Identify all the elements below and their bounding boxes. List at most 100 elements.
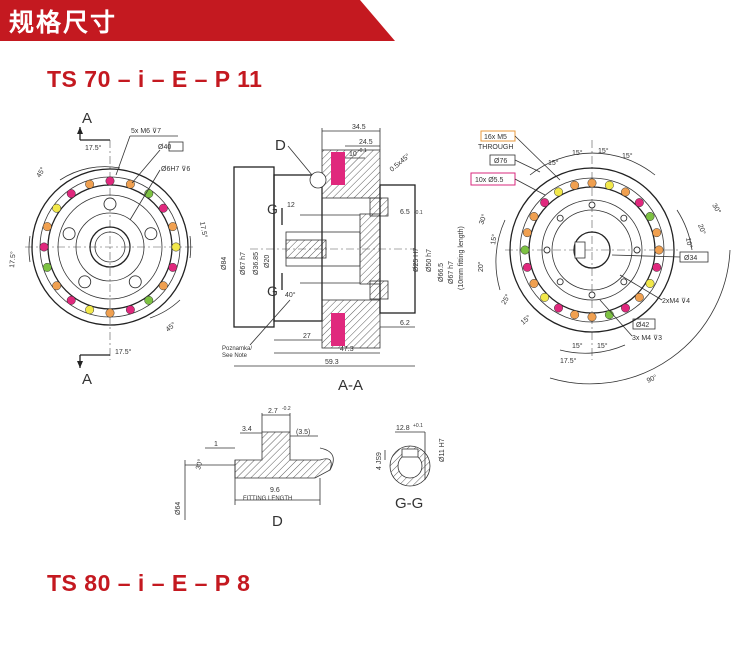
section-title-a-a: A-A [338, 377, 363, 394]
angle-30-left: 30° [477, 213, 488, 226]
dim-3-5: (3.5) [296, 429, 310, 436]
dim-1: 1 [214, 441, 218, 448]
flange-hole-marker [105, 308, 115, 318]
angle-17-5-bottom: 17.5° [115, 348, 132, 356]
flange-hole-marker [645, 279, 655, 288]
flange-hole-marker [168, 262, 178, 272]
dim-9-6: 9.6 [270, 487, 280, 494]
flange-hole-marker [621, 303, 630, 313]
flange-hole-marker [522, 262, 532, 272]
flange-hole-marker [570, 310, 580, 320]
header-banner [0, 0, 395, 41]
flange-hole-marker [587, 312, 597, 322]
through-label: THROUGH [478, 144, 513, 151]
angle-20-left: 20° [477, 261, 485, 272]
angle-15-lower: 15° [519, 313, 532, 326]
dim-6-2: 6.2 [400, 320, 410, 327]
dim-47-3: 47.3 [340, 346, 354, 353]
pin-hole-callout: Ø6H7 ⊽6 [161, 165, 190, 173]
angle-17-5: 17.5° [560, 357, 577, 365]
flange-hole-marker [520, 245, 530, 255]
flange-hole-marker [652, 228, 662, 238]
section-view-a-a: 34.5 24.5 10 -0.1 0.5x45° D G G 12 6.5 -… [221, 124, 465, 394]
flange-hole-marker [522, 228, 532, 238]
dim-3-4: 3.4 [242, 426, 252, 433]
angle-90: 90° [645, 373, 658, 385]
angle-17-5-right: 17.5° [198, 221, 209, 239]
tapped-hole [543, 246, 551, 254]
fitting-length-label: FITTING LENGTH [243, 496, 292, 502]
cut-label-g-top: G [267, 201, 278, 217]
detail-g-g-title: G-G [395, 495, 423, 512]
flange-hole-marker [540, 292, 550, 302]
tapped-hole [556, 214, 564, 222]
section-label-a-top: A [82, 110, 92, 127]
flange-hole-marker [604, 180, 614, 190]
dim-27: 27 [303, 333, 311, 340]
dim-6-5: 6.5 [400, 209, 410, 216]
dim-dia-36-85: Ø36.85 [253, 252, 260, 275]
tapped-hole [78, 275, 92, 289]
angle-20-right: 20° [696, 223, 707, 236]
flange-hole-marker [158, 203, 168, 213]
tapped-hole [620, 278, 628, 286]
detail-d-marker: D [275, 137, 286, 154]
dim-12-8-tolerance: +0.1 [413, 423, 423, 429]
angle-15-bottom-2: 15° [597, 342, 608, 350]
angle-10-right: 10° [684, 237, 694, 249]
dim-2-7-tolerance: -0.2 [282, 406, 291, 412]
flange-hole-marker [52, 281, 62, 291]
section-label-a-bottom: A [82, 371, 92, 388]
dia-34-callout: Ø34 [684, 255, 697, 262]
flange-hole-marker [554, 187, 563, 197]
flange-hole-marker [654, 245, 664, 255]
dim-dia-67-right: Ø67 h7 [448, 261, 455, 284]
flange-hole-marker [105, 176, 115, 186]
flange-hole-marker [52, 203, 62, 213]
page-title: 规格尺寸 [9, 8, 118, 37]
dim-24-5: 24.5 [359, 139, 373, 146]
flange-hole-marker [645, 212, 655, 221]
dim-dia-67: Ø67 h7 [240, 252, 247, 275]
flange-hole-marker [168, 222, 178, 232]
model-title-ts70: TS 70 – i – E – P 11 [47, 66, 263, 92]
tapped-hole [103, 197, 117, 211]
dim-2-7: 2.7 [268, 408, 278, 415]
tapped-hole [556, 278, 564, 286]
flange-hole-marker [634, 198, 644, 208]
holes-2-m4: 2xM4 ⊽4 [662, 297, 690, 305]
holes-16-m5: 16x M5 [484, 134, 507, 141]
holes-m6-callout: 5x M6 ⊽7 [131, 127, 161, 135]
angle-15-bottom-1: 15° [572, 342, 583, 350]
dim-dia-20: Ø20 [264, 255, 271, 268]
tapped-hole [588, 201, 596, 209]
back-view: 16x M5 THROUGH Ø76 10x Ø5.5 Ø34 2xM4 ⊽4 … [470, 130, 731, 385]
tapped-hole [62, 227, 76, 241]
detail-d-title: D [272, 513, 283, 530]
dim-chamfer: 0.5x45° [388, 152, 412, 174]
angle-45-left: 45° [35, 166, 47, 179]
dim-dia-11: Ø11 H7 [439, 438, 446, 462]
flange-hole-marker [42, 222, 52, 232]
angle-15-2: 15° [572, 149, 583, 157]
holes-3-m4: 3x M4 ⊽3 [632, 334, 662, 342]
model-title-ts80: TS 80 – i – E – P 8 [47, 570, 251, 596]
flange-hole-marker [66, 295, 76, 305]
flange-hole-marker [171, 242, 181, 252]
holes-10-dia-5-5: 10x Ø5.5 [475, 177, 504, 184]
flange-hole-marker [42, 262, 52, 272]
flange-hole-marker [554, 303, 563, 313]
dim-dia-50: Ø50 h7 [426, 249, 433, 272]
flange-hole-marker [621, 187, 630, 197]
angle-15-left: 15° [489, 233, 499, 245]
dim-dia-66-5: Ø66.5 [438, 263, 445, 282]
flange-hole-marker [604, 310, 614, 320]
cut-label-g-bottom: G [267, 283, 278, 299]
flange-hole-marker [144, 295, 154, 305]
angle-45-bottom: 45° [164, 320, 177, 333]
dim-34-5: 34.5 [352, 124, 366, 131]
dim-dia-25: Ø25 H7 [413, 248, 420, 272]
angle-15-4: 15° [622, 152, 633, 160]
dim-4-js9: 4 JS9 [376, 452, 383, 470]
dia-42-callout: Ø42 [636, 322, 649, 329]
